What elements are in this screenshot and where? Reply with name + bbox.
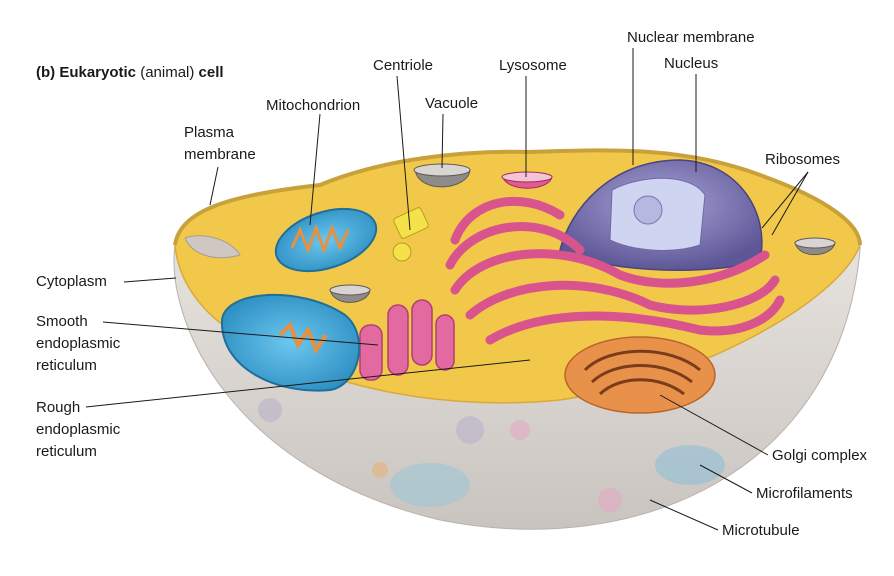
label-nuclear-membrane: Nuclear membrane [627, 29, 755, 46]
label-plasma-membrane-line1: Plasma [184, 124, 235, 141]
label-rough-er-line2: endoplasmic [36, 421, 121, 438]
nucleolus [633, 195, 663, 225]
title-prefix: (b) Eukaryotic [36, 64, 137, 81]
rough-er [445, 196, 785, 345]
centriole [392, 207, 429, 262]
wall-vesicle [390, 463, 470, 507]
label-nucleus: Nucleus [664, 55, 719, 72]
wall-vesicle [510, 420, 530, 440]
label-cytoplasm: Cytoplasm [36, 273, 107, 290]
title-suffix: cell [198, 64, 224, 81]
mitochondrion [220, 293, 361, 392]
label-rough-er-line3: reticulum [36, 443, 97, 460]
label-centriole: Centriole [373, 57, 434, 74]
label-mitochondrion: Mitochondrion [266, 97, 361, 114]
leader-lines [85, 48, 809, 531]
wall-vesicle [598, 488, 622, 512]
label-lysosome: Lysosome [499, 57, 567, 74]
label-microtubule: Microtubule [722, 522, 800, 539]
label-smooth-er-line3: reticulum [36, 357, 97, 374]
wall-vesicle [258, 398, 282, 422]
label-vacuole: Vacuole [425, 95, 479, 112]
mitochondrion [274, 207, 378, 273]
title-middle: (animal) [136, 64, 199, 81]
label-microfilaments: Microfilaments [756, 485, 853, 502]
label-plasma-membrane-line2: membrane [184, 146, 256, 163]
wall-vesicle [456, 416, 484, 444]
wall-vesicle [655, 445, 725, 485]
diagram-title: (b) Eukaryotic (animal) cell [36, 64, 224, 81]
lysosome [501, 171, 553, 189]
golgi-complex [564, 336, 716, 414]
label-ribosomes: Ribosomes [765, 151, 841, 168]
membrane-notch [184, 235, 241, 259]
label-rough-er-line1: Rough [36, 399, 81, 416]
label-golgi-complex: Golgi complex [772, 447, 868, 464]
vacuole [329, 163, 836, 303]
smooth-er [359, 299, 455, 381]
label-smooth-er-line2: endoplasmic [36, 335, 121, 352]
label-smooth-er-line1: Smooth [36, 313, 88, 330]
wall-vesicle [372, 462, 388, 478]
